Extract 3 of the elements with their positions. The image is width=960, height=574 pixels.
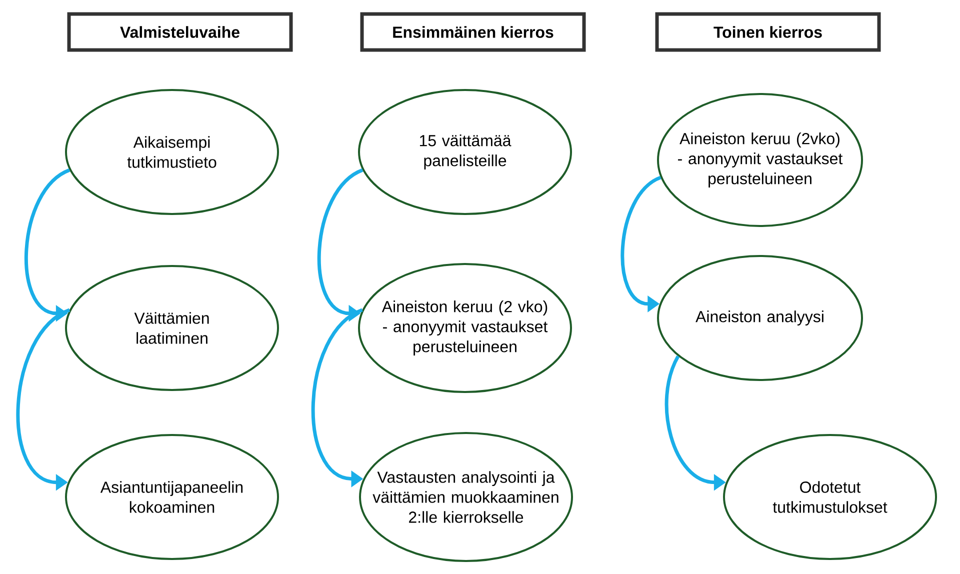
phase-header: Ensimmäinen kierros [360, 12, 586, 52]
phase-header: Toinen kierros [655, 12, 881, 52]
phase-header: Valmisteluvaihe [67, 12, 293, 52]
